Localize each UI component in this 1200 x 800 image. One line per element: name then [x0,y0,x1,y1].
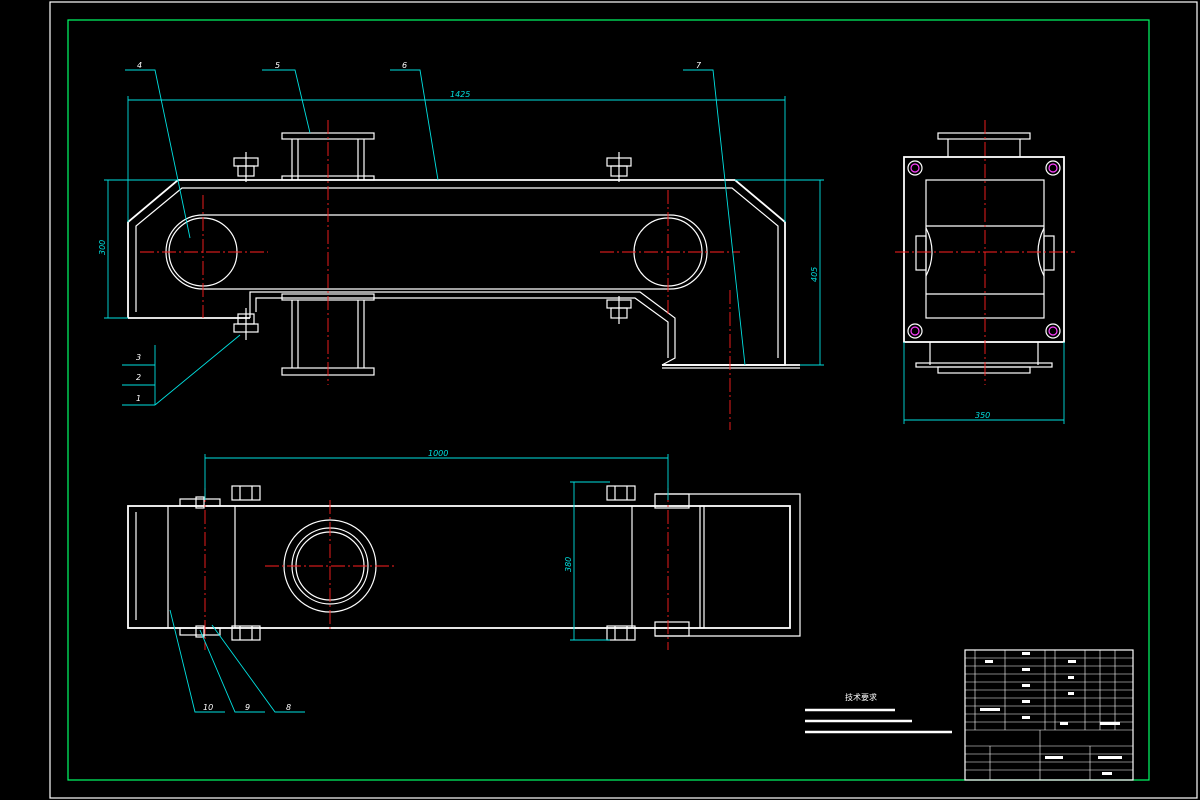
balloon-5: 5 [275,61,280,70]
dim-plan-length: 1000 [428,449,448,458]
balloon-8: 8 [286,703,291,712]
leader-6 [390,69,439,181]
plan-bracket-bottom [654,621,690,637]
balloon-9: 9 [245,703,250,712]
side-view: 350 [895,120,1075,424]
plan-housing [127,505,791,629]
leader-4 [125,69,191,239]
side-outlet-flange [915,362,1053,368]
side-inlet-flange [937,132,1031,140]
front-view: 1425 300 405 4 5 6 7 3 2 1 [98,61,824,430]
balloon-10: 10 [203,703,213,712]
housing-bottom-step [249,291,676,366]
balloon-7: 7 [696,61,702,70]
drawing-border [67,19,1150,781]
dim-side-width: 350 [975,411,990,420]
outer-frame [49,1,1198,799]
side-bearing-left [915,235,927,271]
plan-view: 1000 380 10 9 8 [127,449,801,713]
dim-right-height: 405 [810,267,819,282]
bolt-group-front [233,152,632,340]
title-block-frame [964,649,1134,781]
balloon-6: 6 [402,61,407,70]
side-bearing-right [1043,235,1055,271]
balloon-3: 3 [136,353,141,362]
balloon-4: 4 [137,61,142,70]
leader-5 [262,69,311,134]
leader-9 [199,629,265,713]
title-block [964,649,1134,781]
leader-7 [683,69,746,366]
balloon-1: 1 [136,394,141,403]
leader-8 [211,624,305,713]
conveyor-belt [165,214,708,290]
housing-inner [135,187,779,358]
housing-bottom-step-inner [255,297,669,358]
leader-1-3 [154,334,241,406]
technical-requirements: 技术要求 [805,692,952,734]
side-corner-bolts [907,160,1061,339]
plan-bolts [179,485,636,641]
dim-plan-width: 380 [564,557,573,572]
dim-overall-length: 1425 [450,90,470,99]
side-housing [903,156,1065,343]
plan-bracket-top [654,493,690,509]
tech-req-title: 技术要求 [845,692,877,702]
balloon-2: 2 [136,373,141,382]
leader-10 [169,609,225,713]
dim-left-height: 300 [98,240,107,255]
housing-outline [127,179,786,366]
